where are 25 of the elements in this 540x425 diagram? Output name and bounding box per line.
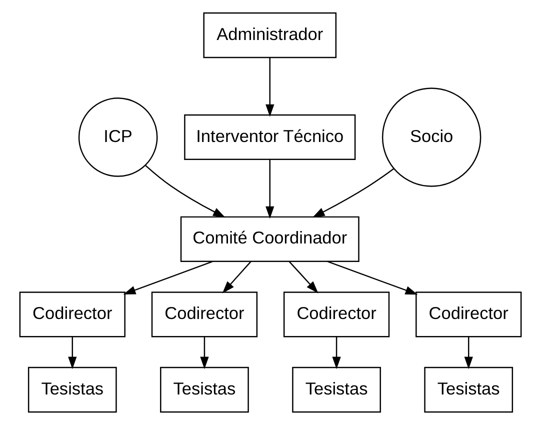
arrow bbox=[332, 336, 340, 370]
node-box: Tesistas bbox=[424, 366, 513, 413]
node-box: Administrador bbox=[202, 12, 336, 58]
arrow bbox=[144, 165, 225, 218]
arrow bbox=[326, 260, 418, 295]
node-box: Tesistas bbox=[292, 366, 380, 413]
node-box: Codirector bbox=[415, 292, 522, 338]
node-circle: Socio bbox=[381, 88, 481, 187]
arrow bbox=[200, 336, 208, 370]
arrow bbox=[265, 160, 274, 219]
node-box: Codirector bbox=[18, 292, 125, 338]
node-box: Interventor Técnico bbox=[184, 114, 356, 160]
arrow bbox=[265, 58, 274, 117]
arrow bbox=[464, 336, 472, 370]
arrow bbox=[288, 261, 318, 294]
arrow bbox=[122, 260, 212, 294]
node-box: Tesistas bbox=[160, 366, 248, 413]
arrow bbox=[222, 261, 251, 294]
arrow bbox=[68, 336, 76, 370]
node-box: Codirector bbox=[282, 292, 390, 338]
node-box: Comité Coordinador bbox=[180, 216, 359, 262]
arrow bbox=[312, 168, 394, 218]
node-circle: ICP bbox=[78, 98, 158, 177]
node-box: Tesistas bbox=[27, 366, 116, 413]
node-box: Codirector bbox=[150, 292, 258, 338]
